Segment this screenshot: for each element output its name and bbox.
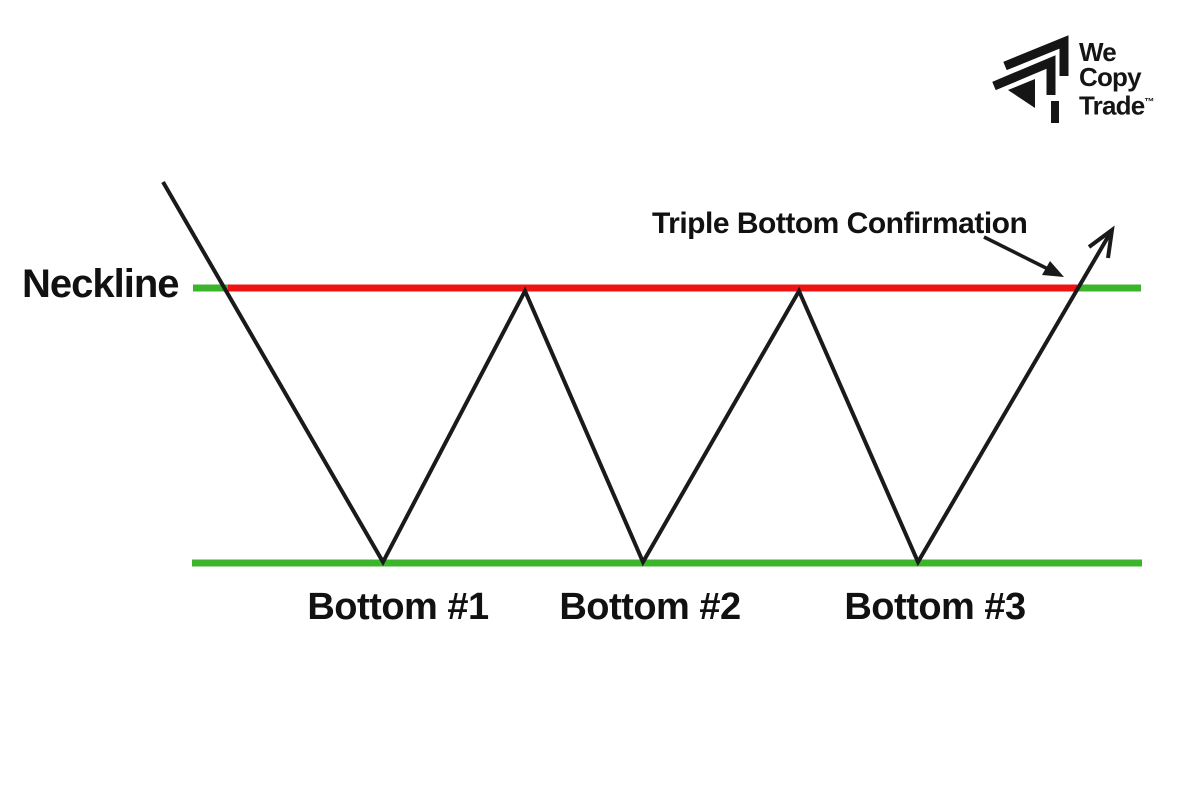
logo-line-we: We [1079, 37, 1117, 67]
logo-wordmark: We Copy Trade™ [1079, 37, 1154, 121]
confirmation-label: Triple Bottom Confirmation [652, 207, 1028, 240]
wecopytrade-logo: We Copy Trade™ [985, 30, 1154, 126]
logo-line-trade: Trade™ [1079, 90, 1154, 121]
logo-line-copy: Copy [1079, 62, 1142, 92]
bottom-3-label: Bottom #3 [844, 586, 1026, 628]
neckline-label: Neckline [22, 262, 180, 306]
wecopytrade-arrow-icon [992, 35, 1069, 123]
bottom-1-label: Bottom #1 [307, 586, 489, 628]
trademark-symbol: ™ [1144, 97, 1154, 108]
bottom-2-label: Bottom #2 [559, 586, 741, 628]
